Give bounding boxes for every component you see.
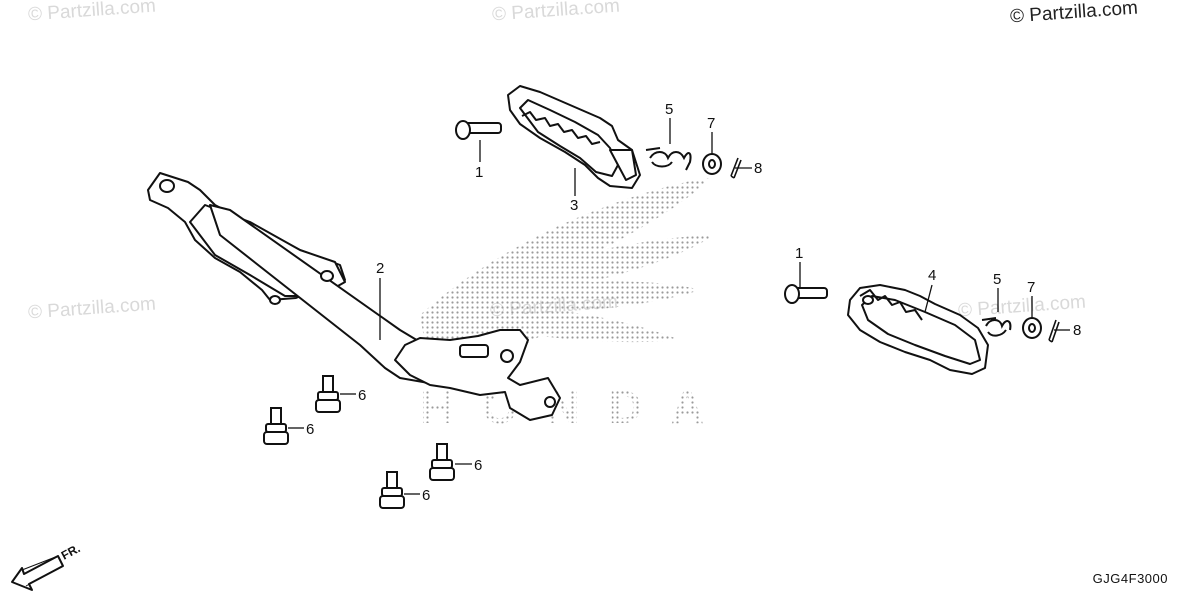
cotter-pin-part-left (730, 157, 742, 179)
spring-part-right (981, 317, 1012, 337)
footpeg-left-part (507, 85, 641, 189)
callout-7: 7 (1027, 279, 1035, 296)
pin-part-left (455, 120, 502, 140)
footpeg-right-part (847, 284, 989, 375)
washer-part-right (1022, 317, 1042, 339)
pin-part-right (784, 284, 828, 304)
callout-1: 1 (475, 164, 483, 181)
callout-1: 1 (795, 245, 803, 262)
callout-8: 8 (754, 160, 762, 177)
callout-3: 3 (570, 197, 578, 214)
callout-5: 5 (665, 101, 673, 118)
washer-part-left (702, 153, 722, 175)
callout-5: 5 (993, 271, 1001, 288)
front-label: FR. (59, 541, 83, 562)
wing-shape (420, 178, 712, 372)
callout-6: 6 (358, 387, 366, 404)
diagram-code: GJG4F3000 (1092, 571, 1168, 586)
callout-8: 8 (1073, 322, 1081, 339)
spring-part-left (645, 147, 692, 171)
front-direction-arrow-icon: FR. (11, 541, 83, 591)
step-bar-part (147, 172, 561, 421)
bolt-part (263, 407, 289, 445)
callout-7: 7 (707, 115, 715, 132)
bolt-part (429, 443, 455, 481)
callout-6: 6 (306, 421, 314, 438)
callout-4: 4 (928, 267, 936, 284)
bolt-part (315, 375, 341, 413)
callout-2: 2 (376, 260, 384, 277)
cotter-pin-part-right (1048, 319, 1060, 343)
callout-6: 6 (422, 487, 430, 504)
leader-lines (288, 118, 1070, 495)
bolt-part (379, 471, 405, 509)
callout-6: 6 (474, 457, 482, 474)
brand-wing-logo: HONDA (420, 178, 712, 433)
